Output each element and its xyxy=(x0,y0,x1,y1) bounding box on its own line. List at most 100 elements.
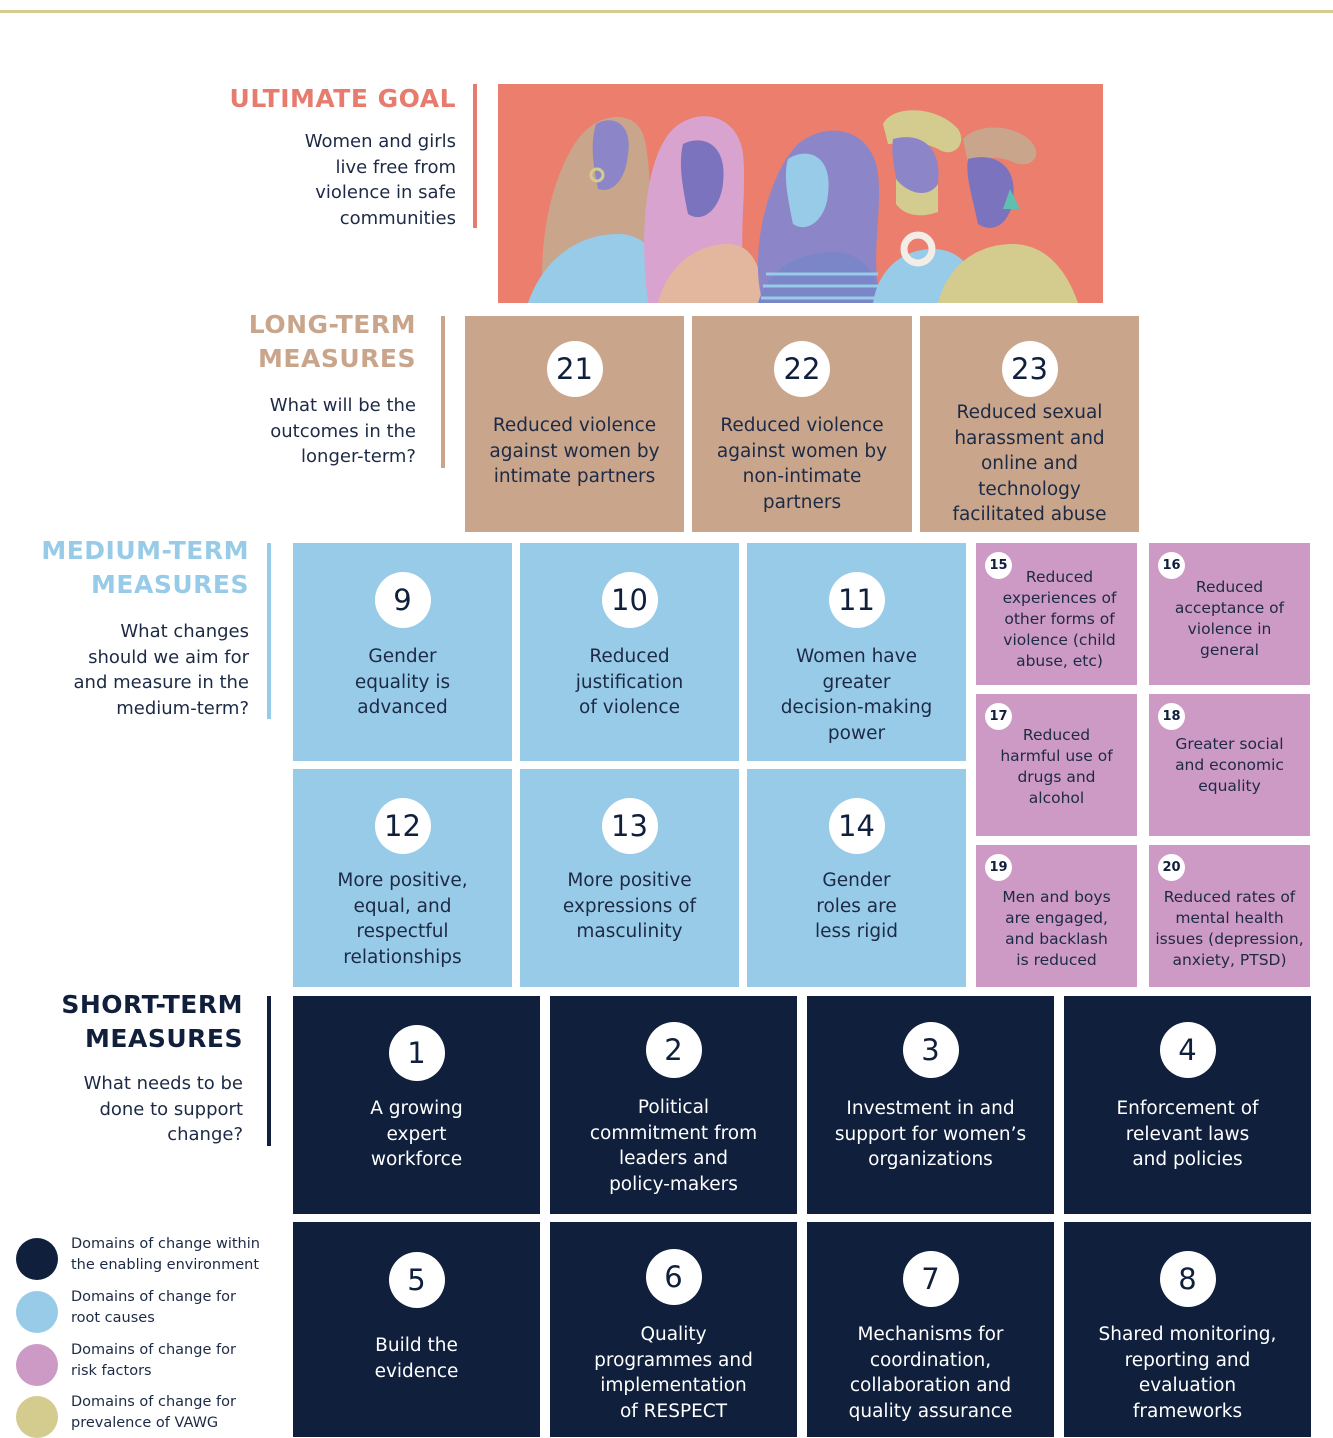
enabling-text: A growing expert workforce xyxy=(303,1096,530,1173)
risk-factor-text-line: Reduced rates of xyxy=(1163,888,1296,906)
enabling-text-line: and policies xyxy=(1132,1149,1243,1170)
root-cause-box-11: 11 Women have greater decision-making po… xyxy=(747,543,966,761)
risk-factor-text: Greater social and economic equality xyxy=(1157,734,1302,797)
enabling-text-line: Mechanisms for xyxy=(857,1324,1004,1345)
root-cause-text-line: of violence xyxy=(579,697,680,718)
legend-text-line: Domains of change for xyxy=(71,1394,236,1410)
root-cause-text: Women have greater decision-making power xyxy=(757,644,956,746)
root-cause-number: 11 xyxy=(828,572,885,628)
root-cause-box-9: 9 Gender equality is advanced xyxy=(293,543,512,761)
risk-factor-text: Reduced harmful use of drugs and alcohol xyxy=(984,725,1129,809)
long-term-bar xyxy=(441,316,445,468)
enabling-text-line: collaboration and xyxy=(849,1375,1012,1396)
legend-text: Domains of change within the enabling en… xyxy=(71,1234,286,1276)
root-cause-text-line: decision-making xyxy=(780,697,933,718)
ultimate-goal-line: violence in safe xyxy=(315,182,456,203)
root-cause-text-line: less rigid xyxy=(814,921,899,942)
risk-factor-box-19: 19 Men and boys are engaged, and backlas… xyxy=(976,845,1137,987)
enabling-number: 4 xyxy=(1159,1022,1216,1078)
risk-factor-text-line: Reduced xyxy=(1022,726,1091,744)
outcome-text-line: technology xyxy=(978,478,1081,500)
risk-factor-box-17: 17 Reduced harmful use of drugs and alco… xyxy=(976,694,1137,836)
risk-factor-text-line: issues (depression, xyxy=(1155,930,1304,948)
risk-factor-text-line: violence (child xyxy=(1003,631,1116,649)
root-cause-text-line: respectful xyxy=(356,921,449,942)
legend-text: Domains of change for risk factors xyxy=(71,1340,286,1382)
enabling-text-line: Shared monitoring, xyxy=(1098,1324,1277,1345)
enabling-text-line: organizations xyxy=(868,1149,993,1170)
risk-factor-box-16: 16 Reduced acceptance of violence in gen… xyxy=(1149,543,1310,685)
root-cause-text-line: greater xyxy=(822,671,891,693)
ultimate-goal-line: communities xyxy=(339,207,456,229)
risk-factor-text-line: mental health xyxy=(1175,909,1284,927)
risk-factor-box-20: 20 Reduced rates of mental health issues… xyxy=(1149,845,1310,987)
root-cause-text-line: More positive, xyxy=(337,870,468,891)
risk-factor-box-15: 15 Reduced experiences of other forms of… xyxy=(976,543,1137,685)
outcome-box-22: 22 Reduced violence against women by non… xyxy=(692,316,912,532)
enabling-text: Shared monitoring, reporting and evaluat… xyxy=(1068,1322,1307,1424)
risk-factor-text-line: general xyxy=(1200,641,1259,659)
enabling-number: 8 xyxy=(1159,1251,1216,1307)
root-cause-text: More positive expressions of masculinity xyxy=(530,868,729,945)
legend-text-line: Domains of change for xyxy=(71,1342,236,1358)
enabling-text-line: frameworks xyxy=(1132,1400,1243,1422)
ultimate-goal-description: Women and girls live free from violence … xyxy=(305,129,456,231)
risk-factor-text-line: drugs and xyxy=(1017,768,1096,786)
ultimate-goal-line: Women and girls xyxy=(304,131,456,152)
enabling-text: Political commitment from leaders and po… xyxy=(560,1095,787,1197)
enabling-text: Investment in and support for women’s or… xyxy=(811,1096,1050,1173)
enabling-box-1: 1 A growing expert workforce xyxy=(293,996,540,1214)
outcome-text-line: against women by xyxy=(716,440,888,462)
enabling-number: 2 xyxy=(645,1022,702,1078)
root-cause-text-line: roles are xyxy=(816,895,897,917)
risk-factor-number: 18 xyxy=(1158,703,1185,730)
root-cause-box-14: 14 Gender roles are less rigid xyxy=(747,769,966,987)
outcome-text-line: against women by xyxy=(489,440,660,462)
long-term-question-line: outcomes in the xyxy=(270,420,416,442)
outcome-text-line: facilitated abuse xyxy=(952,504,1107,525)
legend-text: Domains of change for prevalence of VAWG xyxy=(71,1392,286,1434)
outcome-text-line: intimate partners xyxy=(493,466,656,487)
enabling-text-line: reporting and xyxy=(1124,1349,1251,1371)
short-term-heading-line: MEASURES xyxy=(85,1024,243,1053)
medium-term-heading: MEDIUM-TERM MEASURES xyxy=(41,534,249,602)
root-cause-text-line: relationships xyxy=(343,946,462,968)
risk-factor-text-line: Reduced xyxy=(1025,568,1094,586)
legend-text-line: the enabling environment xyxy=(71,1257,260,1273)
enabling-text-line: expert xyxy=(386,1123,447,1145)
risk-factor-text-line: harmful use of xyxy=(1000,747,1113,765)
root-cause-box-12: 12 More positive, equal, and respectful … xyxy=(293,769,512,987)
enabling-text-line: workforce xyxy=(370,1149,463,1170)
root-cause-text-line: More positive xyxy=(567,870,692,891)
enabling-text-line: relevant laws xyxy=(1125,1123,1250,1145)
enabling-text-line: commitment from xyxy=(589,1122,758,1144)
legend-text-line: root causes xyxy=(71,1310,155,1326)
medium-term-question-line: What changes xyxy=(120,621,249,642)
outcome-number: 23 xyxy=(1001,341,1058,397)
root-cause-text: More positive, equal, and respectful rel… xyxy=(303,868,502,970)
risk-factor-text-line: are engaged, xyxy=(1005,909,1108,927)
enabling-box-8: 8 Shared monitoring, reporting and evalu… xyxy=(1064,1222,1311,1437)
medium-term-question: What changes should we aim for and measu… xyxy=(74,619,249,721)
root-cause-text-line: masculinity xyxy=(576,921,683,942)
risk-factor-text: Reduced rates of mental health issues (d… xyxy=(1153,887,1306,971)
outcome-text-line: harassment and xyxy=(954,427,1105,449)
ultimate-goal-heading-text: ULTIMATE GOAL xyxy=(229,84,456,113)
outcome-text-line: Reduced violence xyxy=(492,415,657,436)
medium-term-heading-line: MEDIUM-TERM xyxy=(41,536,249,565)
enabling-box-2: 2 Political commitment from leaders and … xyxy=(550,996,797,1214)
root-cause-text-line: advanced xyxy=(357,697,448,718)
outcome-box-21: 21 Reduced violence against women by int… xyxy=(465,316,684,532)
short-term-bar xyxy=(267,996,271,1146)
long-term-question-line: What will be the xyxy=(269,395,416,416)
risk-factor-box-18: 18 Greater social and economic equality xyxy=(1149,694,1310,836)
enabling-text-line: Enforcement of xyxy=(1116,1098,1259,1119)
enabling-box-6: 6 Quality programmes and implementation … xyxy=(550,1222,797,1437)
ultimate-goal-bar xyxy=(473,84,477,228)
enabling-text: Enforcement of relevant laws and policie… xyxy=(1074,1096,1301,1173)
risk-factor-number: 17 xyxy=(985,703,1012,730)
root-cause-text: Reduced justification of violence xyxy=(530,644,729,721)
long-term-heading: LONG-TERM MEASURES xyxy=(249,308,416,376)
enabling-number: 3 xyxy=(902,1022,959,1078)
long-term-heading-line: MEASURES xyxy=(258,344,416,373)
